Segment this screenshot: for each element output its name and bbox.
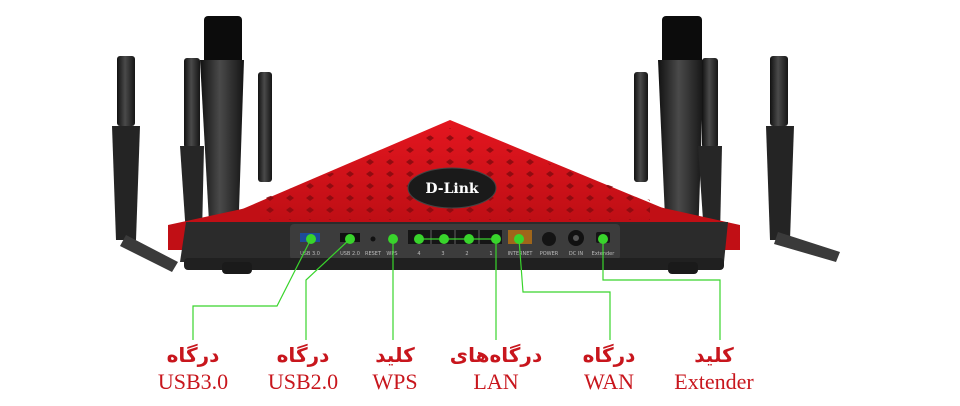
callout-wan: درگاه WAN (534, 344, 684, 394)
callout-dot-extender (598, 234, 608, 244)
antenna-right-back (634, 72, 648, 182)
callout-wps-en: WPS (372, 369, 418, 394)
callout-extender: کلید Extender (639, 344, 789, 394)
callout-dot-wps (388, 234, 398, 244)
antenna-left-back (258, 72, 272, 182)
port-panel (180, 222, 728, 270)
dc-in-port (568, 230, 584, 246)
dlink-logo: D-Link (407, 167, 497, 209)
router-feet (222, 262, 698, 274)
callout-dot-lan1 (491, 234, 501, 244)
panel-label-reset: RESET (365, 251, 382, 257)
callout-dot-lan3 (439, 234, 449, 244)
callout-lan-fa: درگاه‌های (449, 343, 543, 367)
antenna-left-tall (200, 16, 244, 240)
callout-lan: درگاه‌های LAN (421, 344, 571, 394)
power-button (542, 232, 556, 246)
panel-label-usb2: USB 2.0 (340, 251, 360, 257)
callout-wps: کلید WPS (320, 344, 470, 394)
callout-dots (306, 234, 608, 244)
callout-line-usb3 (192, 238, 312, 340)
panel-label-dc-in: DC IN (569, 251, 583, 257)
panel-label-power: POWER (540, 251, 559, 257)
panel-label-lan3: 3 (441, 251, 444, 257)
callout-usb3-en: USB3.0 (157, 369, 229, 394)
callout-dot-lan4 (414, 234, 424, 244)
callout-dot-wan (514, 234, 524, 244)
callout-usb3-fa: درگاه (166, 343, 220, 367)
panel-label-lan4: 4 (417, 251, 420, 257)
callout-dot-lan2 (464, 234, 474, 244)
antenna-right-mid (698, 58, 722, 235)
panel-label-lan1: 1 (489, 251, 492, 257)
antenna-left-far (112, 56, 178, 272)
panel-label-wps: WPS (386, 251, 397, 257)
callout-wan-en: WAN (583, 369, 635, 394)
callout-extender-fa: کلید (694, 343, 734, 367)
callout-extender-en: Extender (674, 369, 754, 394)
callout-line-usb2 (305, 238, 351, 340)
callout-line-wan (518, 238, 611, 340)
callout-dot-usb2 (345, 234, 355, 244)
callout-line-extender (602, 239, 721, 340)
panel-label-lan2: 2 (465, 251, 468, 257)
callout-lan-en: LAN (473, 369, 519, 394)
antenna-left-mid (180, 58, 204, 235)
callout-usb2: درگاه USB2.0 (228, 344, 378, 394)
antenna-right-tall (658, 16, 704, 240)
reset-hole (370, 236, 376, 242)
brand-text: D-Link (425, 181, 479, 197)
callout-usb3: درگاه USB3.0 (118, 344, 268, 394)
callout-wps-fa: کلید (375, 343, 415, 367)
panel-label-usb3: USB 3.0 (300, 251, 320, 257)
callout-dot-usb3 (306, 234, 316, 244)
callout-wan-fa: درگاه (582, 343, 636, 367)
callout-usb2-en: USB2.0 (267, 369, 339, 394)
callout-usb2-fa: درگاه (276, 343, 330, 367)
antenna-right-far (766, 56, 840, 262)
